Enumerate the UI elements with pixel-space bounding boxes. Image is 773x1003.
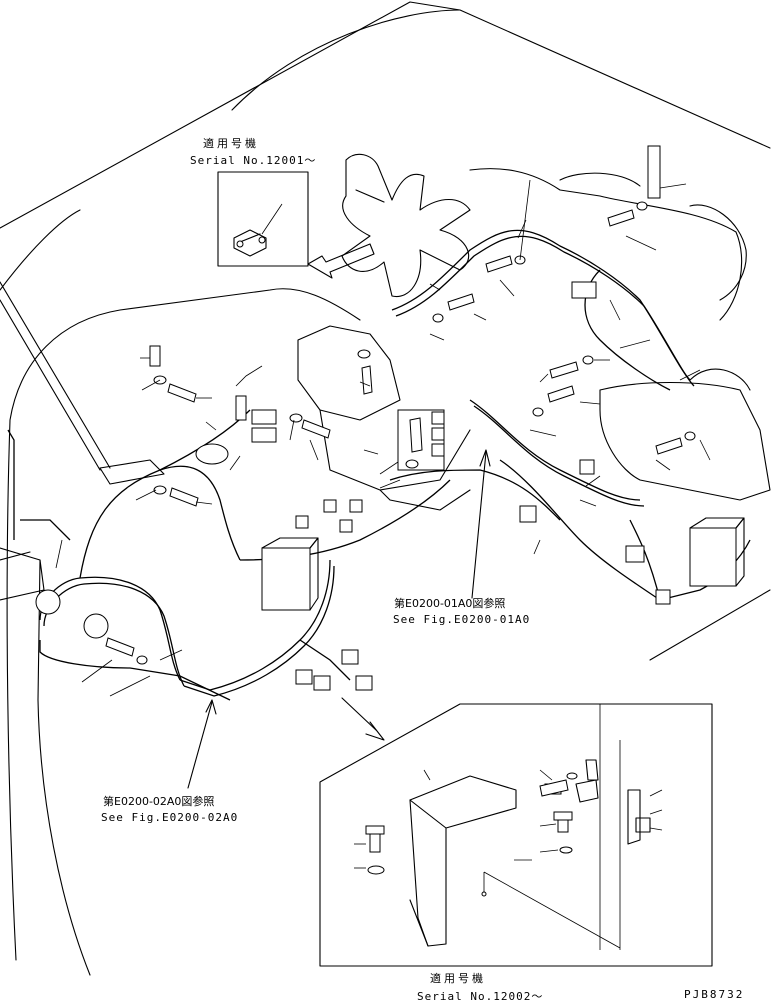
top-inset-serial-label: Serial No.12001～ (190, 154, 317, 167)
ref-fig-01a0-en: See Fig.E0200-01A0 (393, 613, 531, 626)
engine-area (297, 153, 771, 511)
reference-arrows (187, 243, 491, 789)
leader-lines (55, 179, 711, 697)
left-harness (7, 409, 451, 701)
ref-fig-02a0-jp: 第E0200-02A0図参照 (103, 795, 215, 808)
frame-outline (0, 1, 771, 976)
ref-fig-01a0-jp: 第E0200-01A0図参照 (394, 597, 506, 610)
bottom-inset-box (319, 703, 713, 967)
top-inset-applicable-label: 適用号機 (203, 137, 259, 150)
bottom-inset-serial-label: Serial No.12002～ (417, 990, 544, 1003)
fasteners (105, 201, 696, 797)
components (35, 145, 745, 691)
top-inset-box (217, 171, 309, 267)
drawing-code: PJB8732 (684, 988, 745, 1001)
bottom-inset-applicable-label: 適用号機 (430, 972, 486, 985)
ref-fig-02a0-en: See Fig.E0200-02A0 (101, 811, 239, 824)
right-harness (389, 229, 751, 601)
